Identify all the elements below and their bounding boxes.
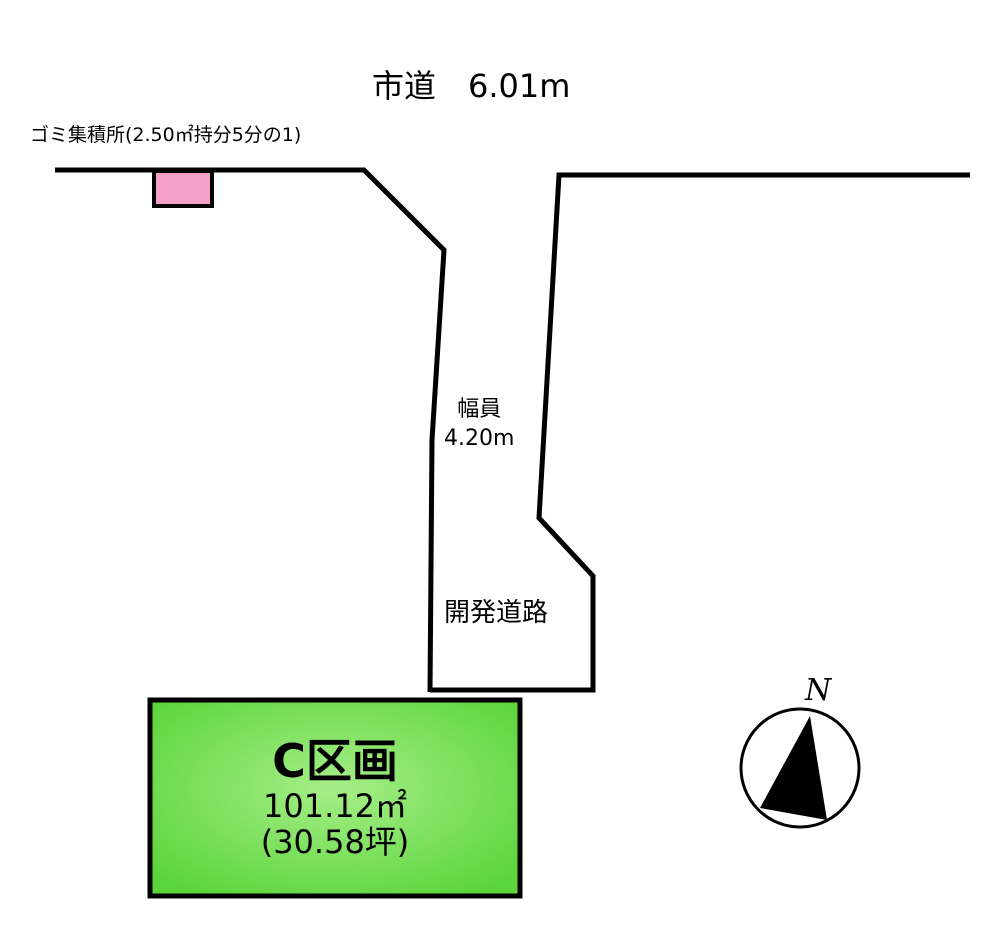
garbage-point <box>152 169 214 208</box>
road-title: 市道 6.01m <box>372 67 571 105</box>
north-label: N <box>805 673 832 708</box>
road-width-caption: 幅員 <box>457 397 502 422</box>
development-road-label: 開発道路 <box>444 598 549 628</box>
road-width-value: 4.20m <box>444 425 515 451</box>
lot-name: C区画 <box>272 733 398 788</box>
garbage-point-label: ゴミ集積所(2.50㎡持分5分の1) <box>30 124 302 146</box>
road-boundary-right <box>430 172 970 693</box>
north-arrow-icon <box>739 707 861 829</box>
lot-c-area <box>147 697 523 899</box>
road-width-label: 幅員 4.20m <box>444 396 514 453</box>
road-boundary-left <box>55 167 447 693</box>
lot-tsubo: (30.58坪) <box>260 823 410 862</box>
lot-area: 101.12㎡ <box>263 786 407 825</box>
lot-c-label-group: C区画 101.12㎡ (30.58坪) <box>150 700 520 896</box>
